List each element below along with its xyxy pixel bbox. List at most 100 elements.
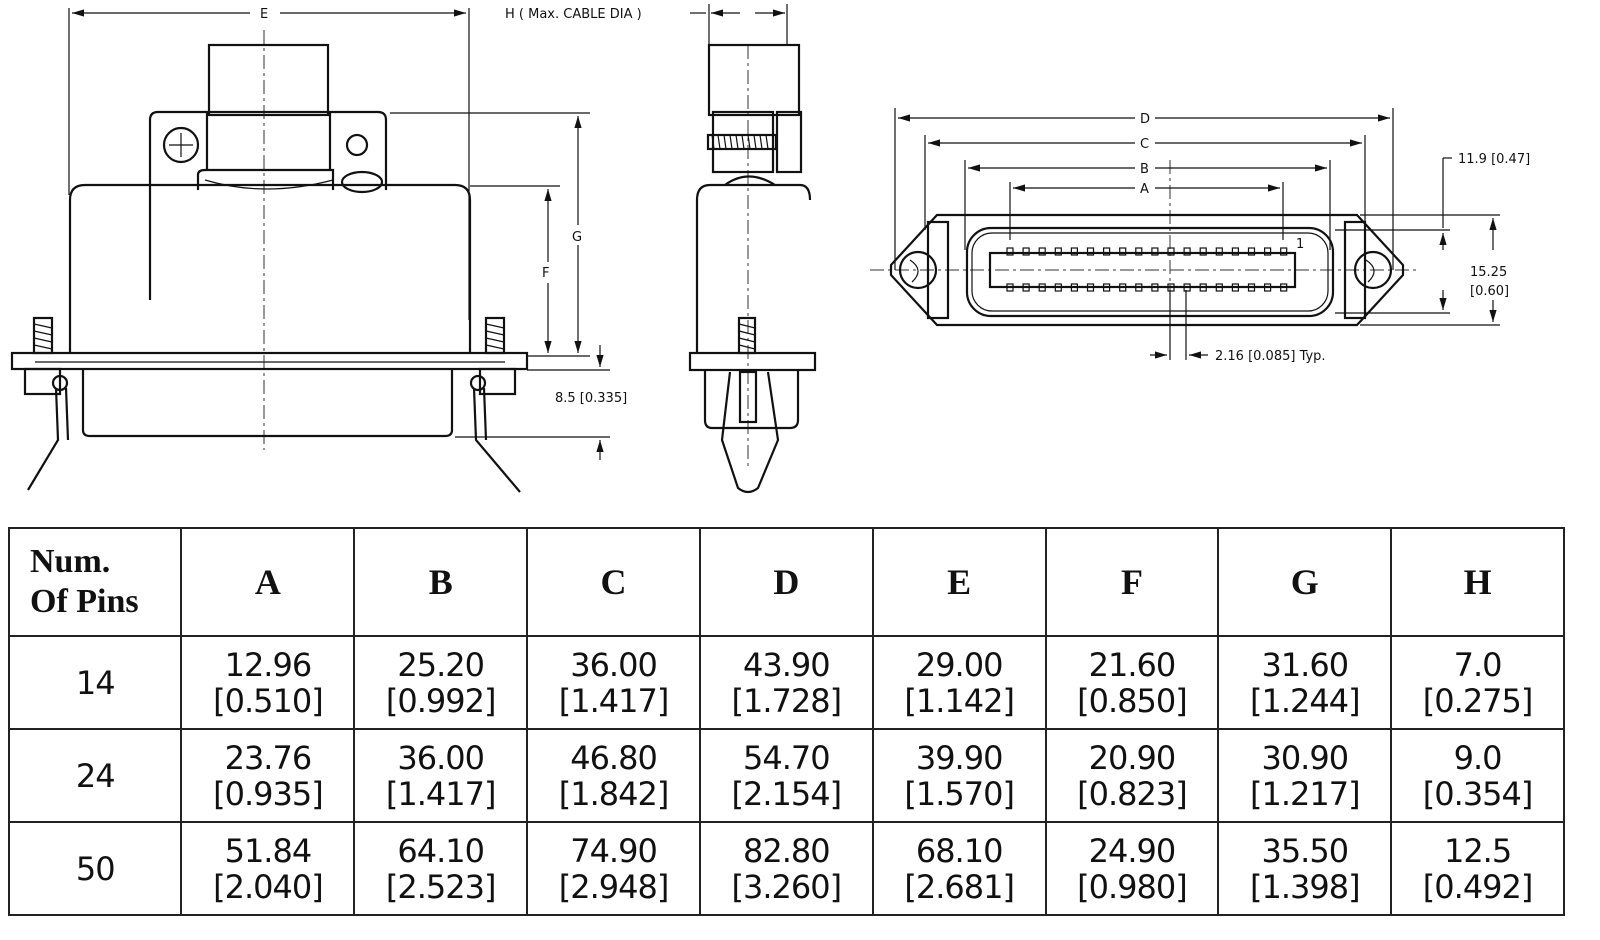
pin-contact	[1151, 247, 1159, 256]
value-inch: [2.154]	[731, 774, 843, 813]
pin-contact	[1054, 247, 1062, 256]
dimension-cell: 12.5[0.492]	[1390, 821, 1565, 916]
value-inch: [1.142]	[904, 681, 1015, 720]
pin-contact	[1135, 247, 1143, 256]
dimension-cell: 20.90[0.823]	[1044, 728, 1220, 823]
pin-contact	[1006, 283, 1014, 292]
value-inch: [0.492]	[1422, 867, 1534, 906]
dimension-cell: 82.80[3.260]	[698, 821, 874, 916]
value-inch: [1.244]	[1249, 681, 1361, 720]
value-mm: 31.60	[1261, 645, 1349, 684]
dimension-cell: 51.84[2.040]	[180, 821, 356, 916]
pin-contact	[1119, 247, 1127, 256]
header-c: C	[526, 527, 701, 637]
value-mm: 35.50	[1261, 831, 1349, 870]
pin-contact	[1086, 247, 1095, 256]
header-e: E	[871, 527, 1047, 637]
value-inch: [2.040]	[213, 867, 324, 906]
pin-count-cell: 24	[7, 728, 183, 823]
dimension-cell: 46.80[1.842]	[526, 728, 701, 823]
dim-height-in-label: [0.60]	[1470, 284, 1509, 299]
dimension-cell: 12.96[0.510]	[180, 635, 356, 730]
header-h: H	[1390, 527, 1565, 637]
pin-contact	[1215, 283, 1223, 292]
pin-contact	[1102, 283, 1111, 292]
pin-contact	[1231, 247, 1240, 256]
header-num-pins: Num.Of Pins	[7, 527, 183, 637]
value-mm: 30.90	[1261, 738, 1349, 777]
dim-e-label: E	[260, 7, 268, 22]
value-mm: 36.00	[570, 645, 658, 684]
value-inch: [0.823]	[1077, 774, 1188, 813]
pin-contact	[1070, 247, 1079, 256]
dimension-cell: 21.60[0.850]	[1044, 635, 1220, 730]
value-mm: 51.84	[224, 831, 313, 870]
side-view: E G	[10, 7, 627, 493]
pin-contact	[1054, 283, 1062, 292]
value-inch: [0.354]	[1422, 774, 1534, 813]
value-mm: 68.10	[915, 831, 1004, 870]
dim-b-label: B	[1140, 162, 1149, 177]
value-inch: [1.842]	[558, 774, 670, 813]
pin-contact	[1215, 247, 1223, 256]
pin-contact	[1167, 247, 1175, 256]
value-mm: 20.90	[1088, 738, 1177, 777]
header-f: F	[1044, 527, 1220, 637]
pin-count-cell: 50	[7, 821, 183, 916]
dim-h-label: H ( Max. CABLE DIA )	[505, 7, 642, 22]
value-inch: [1.417]	[558, 681, 670, 720]
pin-contact	[1263, 283, 1272, 292]
value-inch: [0.850]	[1077, 681, 1188, 720]
value-mm: 12.96	[224, 645, 313, 684]
pin-contact	[1119, 283, 1127, 292]
value-mm: 54.70	[743, 738, 831, 777]
value-mm: 23.76	[224, 738, 313, 777]
contact-pins	[1006, 247, 1288, 292]
pin-contact	[1022, 247, 1030, 256]
table-header-row: Num.Of Pins A B C D E F G H	[7, 527, 1565, 637]
dimension-cell: 39.90[1.570]	[871, 728, 1047, 823]
value-mm: 21.60	[1088, 645, 1177, 684]
value-inch: [1.728]	[731, 681, 843, 720]
front-view: D C B A 1 11.9 [0.47	[870, 108, 1530, 364]
pin-contact	[1086, 283, 1095, 292]
pin-contact	[1006, 247, 1014, 256]
dimension-cell: 9.0[0.354]	[1390, 728, 1565, 823]
connector-drawing: E G	[10, 4, 1530, 494]
dimension-cell: 64.10[2.523]	[353, 821, 529, 916]
header-num-line: Num.	[30, 543, 111, 580]
header-b: B	[353, 527, 529, 637]
value-mm: 74.90	[570, 831, 658, 870]
dimension-cell: 43.90[1.728]	[698, 635, 874, 730]
pin-contact	[1247, 247, 1256, 256]
value-mm: 29.00	[915, 645, 1004, 684]
value-inch: [1.217]	[1249, 774, 1361, 813]
value-mm: 12.5	[1443, 831, 1512, 870]
value-mm: 9.0	[1453, 738, 1503, 777]
pin-contact	[1135, 283, 1143, 292]
pin-contact	[1102, 247, 1111, 256]
pin-contact	[1070, 283, 1079, 292]
dimension-cell: 36.00[1.417]	[526, 635, 701, 730]
pin-contact	[1038, 247, 1046, 256]
value-mm: 25.20	[397, 645, 485, 684]
value-mm: 36.00	[397, 738, 485, 777]
pin-contact	[1199, 247, 1207, 256]
pin-contact	[1038, 283, 1046, 292]
pin-contact	[1022, 283, 1030, 292]
dim-height-mm-label: 15.25	[1470, 265, 1507, 280]
dimension-cell: 30.90[1.217]	[1217, 728, 1393, 823]
pin-contact	[1280, 283, 1288, 292]
pin-contact	[1151, 283, 1159, 292]
value-mm: 46.80	[570, 738, 658, 777]
value-inch: [0.510]	[213, 681, 324, 720]
header-d: D	[698, 527, 874, 637]
dimension-cell: 31.60[1.244]	[1217, 635, 1393, 730]
value-inch: [0.980]	[1077, 867, 1188, 906]
pin-contact	[1199, 283, 1207, 292]
dim-pitch-label: 2.16 [0.085] Typ.	[1215, 349, 1326, 364]
